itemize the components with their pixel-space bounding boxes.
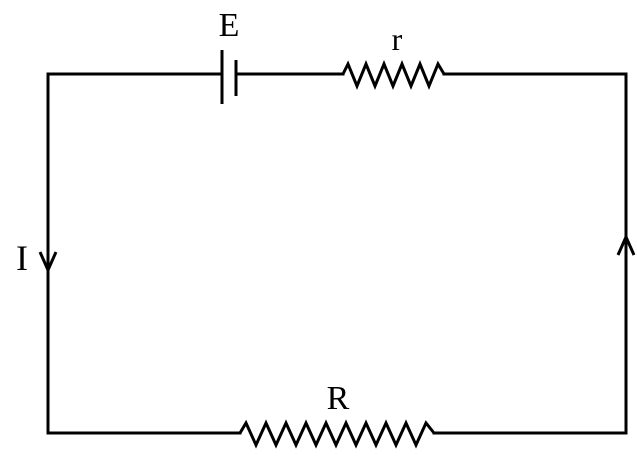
label-external-resistance: R [327,380,350,417]
current-arrow-down-icon [38,251,58,274]
external-resistor [238,419,436,449]
label-emf: E [219,7,240,44]
label-current: I [16,238,28,278]
battery-cell [220,50,238,104]
internal-resistor [341,60,446,90]
current-arrow-up-icon [616,233,636,256]
label-internal-resistance: r [392,21,403,57]
